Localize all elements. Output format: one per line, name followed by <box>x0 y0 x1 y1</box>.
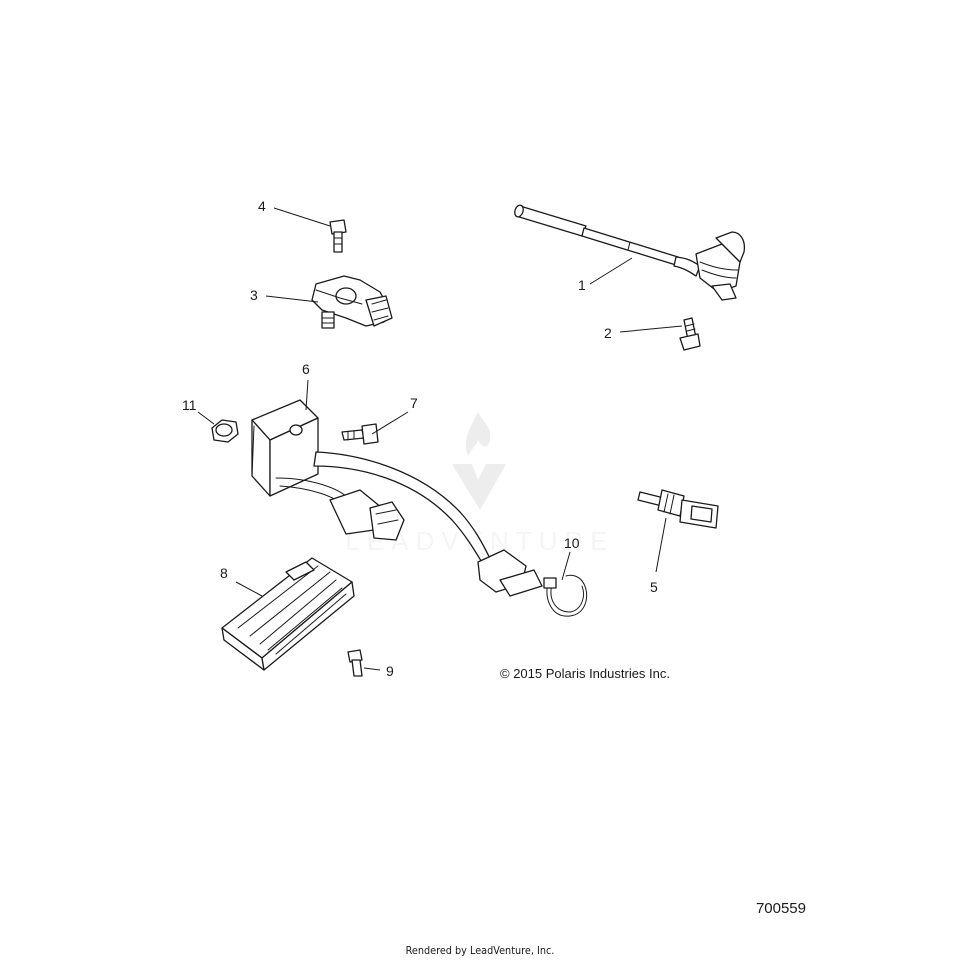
leader-7 <box>371 411 409 435</box>
part-4-screw <box>329 219 347 253</box>
part-2-screw <box>679 317 701 351</box>
wiring-harness <box>275 451 543 597</box>
part-11-nut <box>211 419 239 443</box>
callout-1: 1 <box>578 277 586 293</box>
part-10-cable-tie <box>543 574 588 617</box>
part-8-regulator <box>221 557 355 671</box>
part-3-map-sensor <box>311 275 393 329</box>
part-1-speed-sensor <box>514 204 746 301</box>
leader-6 <box>305 379 309 411</box>
leader-11 <box>197 411 215 425</box>
callout-3: 3 <box>250 287 258 303</box>
part-9-screw <box>347 649 363 677</box>
leader-1 <box>589 257 633 285</box>
callout-11: 11 <box>182 397 197 413</box>
leader-2 <box>619 325 683 333</box>
leader-9 <box>363 667 381 671</box>
part-5-temperature-sensor <box>637 489 719 529</box>
callout-10: 10 <box>564 535 580 551</box>
part-6-control-module <box>251 399 319 497</box>
callout-2: 2 <box>604 325 612 341</box>
leader-4 <box>273 207 331 227</box>
callout-5: 5 <box>650 579 658 595</box>
leader-10 <box>561 551 571 581</box>
callout-7: 7 <box>410 395 418 411</box>
callout-8: 8 <box>220 565 228 581</box>
leader-8 <box>235 581 263 597</box>
copyright-notice: © 2015 Polaris Industries Inc. <box>500 666 670 681</box>
callout-4: 4 <box>258 198 266 214</box>
callout-9: 9 <box>386 663 394 679</box>
part-7-bolt <box>341 423 379 445</box>
diagram-number: 700559 <box>755 900 806 917</box>
leader-3 <box>265 295 319 303</box>
callout-6: 6 <box>302 361 310 377</box>
leader-5 <box>655 517 667 573</box>
render-credit: Rendered by LeadVenture, Inc. <box>405 944 555 957</box>
